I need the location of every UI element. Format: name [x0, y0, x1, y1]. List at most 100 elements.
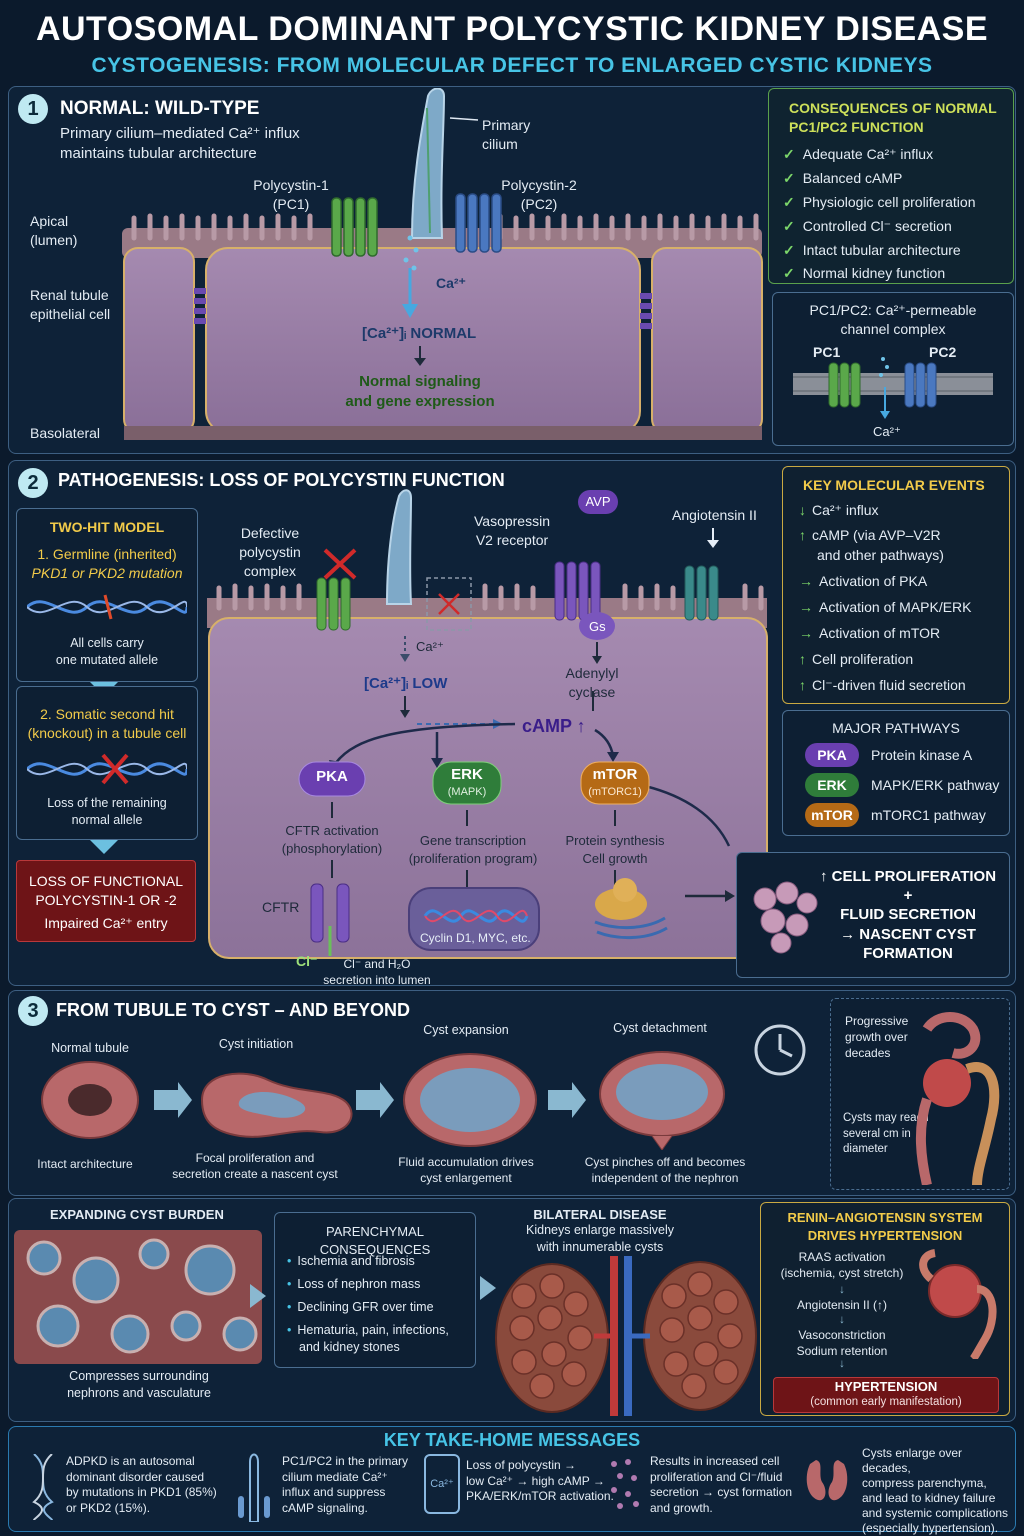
basolateral-label: Basolateral [30, 425, 101, 441]
hit2-text: 2. Somatic second hit(knockout) in a tub… [27, 706, 187, 741]
list-item: and other pathways) [817, 547, 944, 563]
erk-sub: (MAPK) [447, 786, 487, 798]
list-item: ✓Controlled Cl⁻ secretion [783, 217, 952, 234]
check-icon: ✓ [783, 217, 795, 234]
dna-icon [32, 1454, 54, 1520]
cftr-activation-label: CFTR activation(phosphorylation) [281, 823, 383, 856]
consequences-list: ✓Adequate Ca²⁺ influx ✓Balanced cAMP ✓Ph… [783, 145, 976, 288]
stage-label: Cyst detachment [613, 1021, 707, 1035]
check-icon: ✓ [783, 265, 795, 282]
loss-line2: POLYCYSTIN-1 OR -2 [35, 892, 177, 908]
glomerulus-icon [919, 1249, 997, 1359]
list-item: •Ischemia and fibrosis [287, 1254, 415, 1268]
list-item: ↓Ca²⁺ influx [799, 502, 879, 518]
section-1-number: 1 [18, 94, 48, 124]
two-hit-title: TWO-HIT MODEL [49, 519, 165, 535]
raas-arrow: ↓ [839, 1358, 845, 1370]
dna-broken-icon [27, 753, 187, 785]
take-home-item: Cysts enlarge over decades,compress pare… [862, 1446, 1009, 1535]
list-item: •Loss of nephron mass [287, 1276, 421, 1291]
section-2-number: 2 [18, 468, 48, 498]
outcome-text: ↑ CELL PROLIFERATION+FLUID SECRETION→ NA… [819, 868, 997, 962]
channel-ca-label: Ca²⁺ [873, 424, 901, 439]
channel-pc2-label: PC2 [929, 344, 957, 360]
list-item: ↑Cl⁻-driven fluid secretion [799, 677, 966, 693]
right-arrow-icon [250, 1284, 266, 1308]
hypertension-label: HYPERTENSION [834, 1379, 938, 1394]
raas-arrow: ↓ [839, 1284, 845, 1296]
list-item: →Activation of mTOR [799, 625, 941, 641]
gene-transcription-label: Gene transcription(proliferation program… [408, 833, 538, 866]
channel-diagram [793, 357, 993, 419]
proliferating-cells-icon [753, 881, 818, 954]
angiotensin-label: Angiotensin II [672, 507, 757, 523]
take-home-title: KEY TAKE-HOME MESSAGES [383, 1430, 641, 1450]
ca-label-s2: Ca²⁺ [416, 639, 444, 654]
hypertension-box: HYPERTENSION (common early manifestation… [773, 1377, 999, 1413]
page-title: AUTOSOMAL DOMINANT POLYCYSTIC KIDNEY DIS… [35, 10, 989, 48]
pka-node: PKA [316, 768, 348, 785]
parenchymal-title: PARENCHYMAL CONSEQUENCES [319, 1224, 431, 1257]
mtor-pill: mTOR [805, 803, 859, 827]
check-icon: ✓ [783, 146, 795, 162]
down-arrow-icon [90, 840, 118, 854]
key-events-title: KEY MOLECULAR EVENTS [803, 477, 985, 493]
cyst-burden-illustration [14, 1230, 262, 1364]
list-item: •Declining GFR over time [287, 1299, 434, 1314]
check-icon: ✓ [783, 193, 795, 210]
hit1-text: 1. Germline (inherited)PKD1 or PKD2 muta… [31, 546, 183, 581]
list-item: ↑Cell proliferation [799, 651, 914, 667]
page-subtitle: CYSTOGENESIS: FROM MOLECULAR DEFECT TO E… [91, 54, 933, 77]
cells-dots-icon [611, 1459, 639, 1509]
section-3-title: FROM TUBULE TO CYST – AND BEYOND [56, 1000, 411, 1020]
key-events-list: ↓Ca²⁺ influx ↑cAMP (via AVP–V2R and othe… [799, 503, 972, 704]
list-item: ✓Intact tubular architecture [783, 241, 961, 258]
cyclin-label: Cyclin D1, MYC, etc. [420, 931, 531, 945]
take-home-item: Loss of polycystin →low Ca²⁺ → high cAMP… [466, 1458, 614, 1504]
stage-label: Normal tubule [51, 1041, 129, 1055]
stage-label: Cyst initiation [218, 1037, 294, 1051]
ca-label-s1: Ca²⁺ [436, 275, 466, 291]
bilateral-title: BILATERAL DISEASE [533, 1207, 667, 1222]
list-item: •Hematuria, pain, infections,and kidney … [287, 1322, 449, 1354]
hypertension-sub: (common early manifestation) [810, 1396, 962, 1408]
clock-icon [754, 1024, 806, 1076]
list-item: ✓Normal kidney function [783, 265, 946, 282]
mtor-node: mTOR [592, 766, 638, 783]
dna-icon [27, 594, 187, 620]
two-hit-box: TWO-HIT MODEL 1. Germline (inherited)PKD… [16, 508, 198, 682]
loss-line1: LOSS OF FUNCTIONAL [28, 873, 184, 889]
check-icon: ✓ [783, 169, 795, 186]
ca-low-label: [Ca²⁺]ᵢ LOW [364, 675, 448, 692]
pc2-label: Polycystin-2(PC2) [501, 177, 577, 212]
cftr-label: CFTR [262, 899, 300, 915]
right-arrow-icon [480, 1276, 496, 1300]
cilium-icon [238, 1453, 270, 1522]
cyst-progression-illustration [41, 1051, 725, 1150]
key-events-box: KEY MOLECULAR EVENTS ↓Ca²⁺ influx ↑cAMP … [782, 466, 1010, 704]
major-pathways-title: MAJOR PATHWAYS [832, 720, 960, 736]
section-3-number: 3 [18, 996, 48, 1026]
erk-pill: ERK [805, 773, 859, 797]
section-2-title: PATHOGENESIS: LOSS OF POLYCYSTIN FUNCTIO… [58, 470, 505, 490]
outcome-box: ↑ CELL PROLIFERATION+FLUID SECRETION→ NA… [736, 852, 1010, 978]
